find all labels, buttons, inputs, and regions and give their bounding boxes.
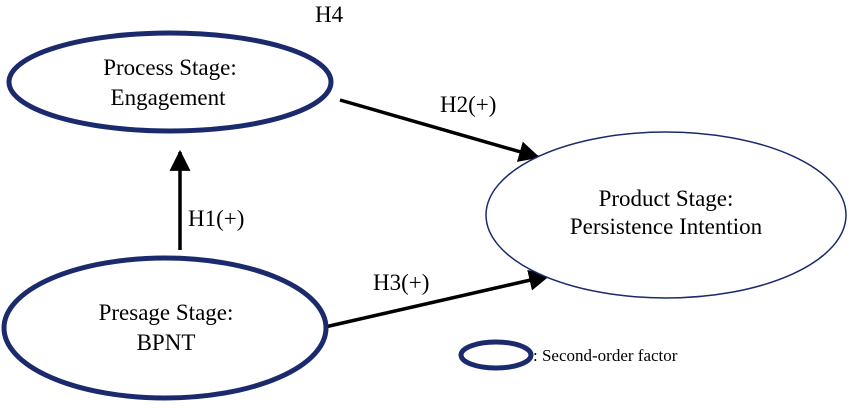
- h4-label: H4: [315, 2, 344, 27]
- process-stage-ellipse: [6, 30, 334, 134]
- presage-stage-title: Presage Stage:: [99, 300, 234, 325]
- presage-stage-ellipse: [1, 255, 329, 401]
- product-stage-ellipse: [485, 131, 847, 299]
- node-product-stage: Product Stage: Persistence Intention: [485, 131, 847, 299]
- presage-stage-subtitle: BPNT: [137, 330, 196, 355]
- legend-second-order-ellipse: [458, 339, 534, 371]
- product-stage-subtitle: Persistence Intention: [570, 214, 763, 239]
- node-presage-stage: Presage Stage: BPNT: [1, 255, 329, 401]
- process-stage-title: Process Stage:: [103, 55, 237, 80]
- h2-label: H2(+): [440, 92, 496, 117]
- process-stage-subtitle: Engagement: [111, 85, 227, 110]
- legend-label: : Second-order factor: [533, 346, 678, 365]
- h1-label: H1(+): [188, 206, 244, 231]
- legend: : Second-order factor: [458, 339, 678, 371]
- h3-arrow: [324, 269, 551, 329]
- h3-label: H3(+): [373, 270, 429, 295]
- product-stage-title: Product Stage:: [599, 186, 734, 211]
- h2-arrow: [339, 98, 541, 162]
- node-process-stage: Process Stage: Engagement: [6, 30, 334, 134]
